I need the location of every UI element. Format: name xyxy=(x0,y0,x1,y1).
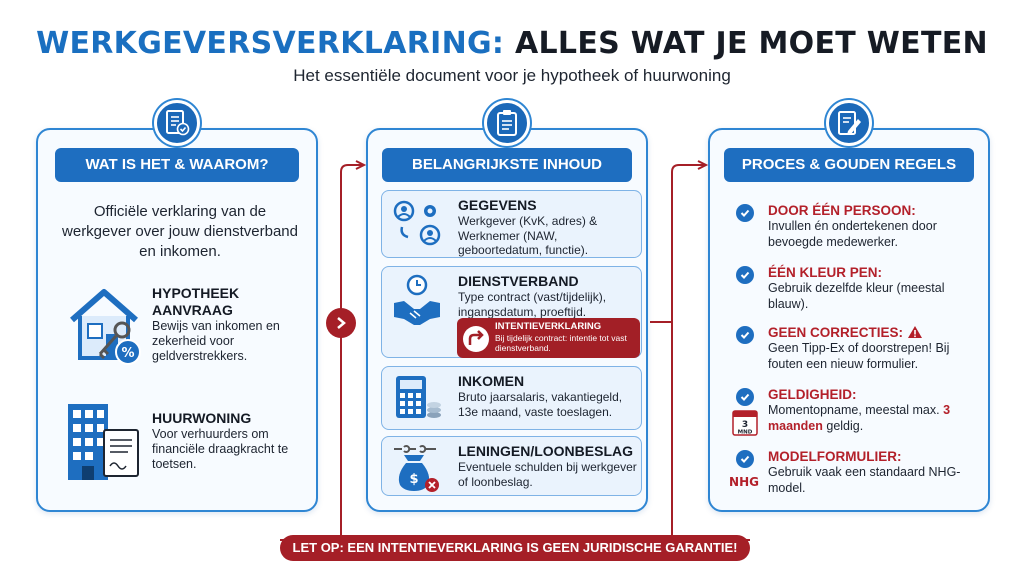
card-text: Type contract (vast/tijdelijk), ingangsd… xyxy=(458,290,607,319)
card-title: INKOMEN xyxy=(458,373,525,389)
rule-text-a: Momentopname, meestal max. xyxy=(768,403,940,417)
header-what-why: WAT IS HET & WAAROM? xyxy=(55,148,299,182)
item-text: Bewijs van inkomen en zekerheid voor gel… xyxy=(152,319,280,363)
intentieverklaring-note: INTENTIEVERKLARING Bij tijdelijk contrac… xyxy=(457,318,640,358)
item-huurwoning: HUURWONING Voor verhuurders om financiël… xyxy=(152,410,302,472)
document-check-icon xyxy=(154,100,200,146)
document-pen-icon xyxy=(826,100,872,146)
rule-model-form: MODELFORMULIER: Gebruik vaak een standaa… xyxy=(768,448,968,496)
calculator-coins-icon xyxy=(392,373,442,423)
rule-text: Momentopname, meestal max. 3 maanden gel… xyxy=(768,403,968,434)
calendar-icon: 3 MND xyxy=(732,408,758,436)
house-key-percent-icon: % xyxy=(66,284,146,368)
nhg-logo: NHG xyxy=(728,472,760,490)
rule-text: Gebruik vaak een standaard NHG-model. xyxy=(768,465,961,495)
rule-title: DOOR ÉÉN PERSOON: xyxy=(768,203,916,218)
moneybag-chain-icon: $ xyxy=(392,441,442,492)
building-contract-icon xyxy=(62,400,146,484)
check-icon xyxy=(736,450,754,468)
card-title: GEGEVENS xyxy=(458,197,537,213)
page-title: WERKGEVERSVERKLARING: ALLES WAT JE MOET … xyxy=(0,26,1024,61)
check-icon xyxy=(736,204,754,222)
card-inkomen: INKOMEN Bruto jaarsalaris, vakantiegeld,… xyxy=(381,366,642,430)
item-title: HUURWONING xyxy=(152,410,252,426)
rule-text-b: geldig. xyxy=(826,418,864,433)
rule-text: Geen Tipp-Ex of doorstrepen! Bij fouten … xyxy=(768,341,950,371)
check-icon xyxy=(736,388,754,406)
check-icon xyxy=(736,326,754,344)
rule-no-corrections: GEEN CORRECTIES: Geen Tipp-Ex of doorstr… xyxy=(768,324,968,372)
card-title: LENINGEN/LOONBESLAG xyxy=(458,443,634,459)
item-text: Voor verhuurders om financiële draagkrac… xyxy=(152,427,289,471)
curved-arrow-icon xyxy=(463,326,489,352)
rule-title: ÉÉN KLEUR PEN: xyxy=(768,265,883,280)
header-content: BELANGRIJKSTE INHOUD xyxy=(382,148,632,182)
rule-title: GELDIGHEID: xyxy=(768,387,857,402)
rule-title: GEEN CORRECTIES: xyxy=(768,325,904,340)
item-hypotheek: HYPOTHEEK AANVRAAG Bewijs van inkomen en… xyxy=(152,285,302,364)
calendar-number: 3 xyxy=(742,420,748,430)
card-leningen: $ LENINGEN/LOONBESLAG Eventuele schulden… xyxy=(381,436,642,496)
header-rules: PROCES & GOUDEN REGELS xyxy=(724,148,974,182)
next-arrow-icon xyxy=(326,308,356,338)
rule-title: MODELFORMULIER: xyxy=(768,449,902,464)
card-gegevens: GEGEVENS Werkgever (KvK, adres) & Werkne… xyxy=(381,190,642,258)
rule-text: Invullen én ondertekenen door bevoegde m… xyxy=(768,219,937,249)
rule-text: Gebruik dezelfde kleur (meestal blauw). xyxy=(768,281,945,311)
rule-one-color: ÉÉN KLEUR PEN: Gebruik dezelfde kleur (m… xyxy=(768,264,968,312)
svg-text:$: $ xyxy=(409,472,418,487)
panel-rules xyxy=(708,128,990,512)
handshake-clock-icon xyxy=(392,273,442,329)
card-text: Eventuele schulden bij werkgever of loon… xyxy=(458,460,637,489)
check-icon xyxy=(736,266,754,284)
people-gear-icon xyxy=(392,199,442,249)
rule-title-row: GEEN CORRECTIES: xyxy=(768,324,968,341)
intro-text: Officiële verklaring van de werkgever ov… xyxy=(62,203,298,260)
item-title: HYPOTHEEK AANVRAAG xyxy=(152,285,240,318)
svg-text:%: % xyxy=(121,346,134,361)
intent-title: INTENTIEVERKLARING xyxy=(495,321,602,332)
rule-one-person: DOOR ÉÉN PERSOON: Invullen én onderteken… xyxy=(768,202,968,250)
warning-banner: LET OP: EEN INTENTIEVERKLARING IS GEEN J… xyxy=(280,535,750,561)
nhg-logo-text: NHG xyxy=(729,475,759,489)
title-part2: ALLES WAT JE MOET WETEN xyxy=(514,26,988,61)
title-part1: WERKGEVERSVERKLARING: xyxy=(36,26,505,61)
card-text: Bruto jaarsalaris, vakantiegeld, 13e maa… xyxy=(458,390,623,419)
page-subtitle: Het essentiële document voor je hypothee… xyxy=(293,66,731,85)
card-text: Werkgever (KvK, adres) & Werknemer (NAW,… xyxy=(458,214,598,257)
calendar-label: MND xyxy=(738,430,753,436)
warning-icon xyxy=(907,326,922,338)
card-title: DIENSTVERBAND xyxy=(458,273,579,289)
clipboard-list-icon xyxy=(484,100,530,146)
rule-text-bold: 3 maanden xyxy=(768,403,951,433)
intent-text: Bij tijdelijk contract: intentie tot vas… xyxy=(495,333,627,353)
rule-validity: GELDIGHEID: Momentopname, meestal max. 3… xyxy=(768,386,968,434)
